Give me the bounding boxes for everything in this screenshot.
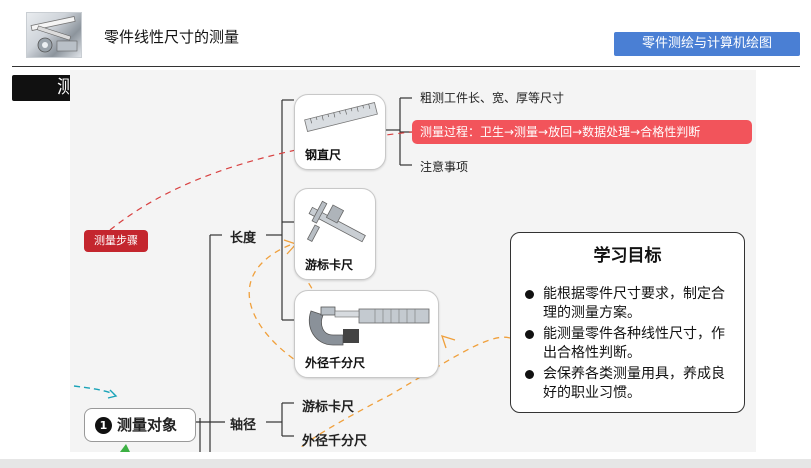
micrometer-icon <box>308 306 430 346</box>
header-thumbnail <box>26 12 82 58</box>
tool-label-vernier-caliper: 游标卡尺 <box>305 258 354 272</box>
tool-label-micrometer: 外径千分尺 <box>305 356 366 370</box>
measurement-steps-tag: 测量步骤 <box>84 230 148 252</box>
header-divider <box>12 66 800 67</box>
steel-ruler-icon <box>304 101 378 133</box>
goal-item: 能根据零件尺寸要求，制定合理的测量方案。 <box>523 285 738 323</box>
branch-length: 长度 <box>230 231 257 246</box>
tool-card-steel-ruler: 钢直尺 <box>294 94 386 170</box>
shaft-tool-micrometer: 外径千分尺 <box>302 434 368 449</box>
goal-item: 能测量零件各种线性尺寸，作出合格性判断。 <box>523 325 738 363</box>
goal-item: 会保养各类测量用具，养成良好的职业习惯。 <box>523 365 738 403</box>
branch-shaft-diameter: 轴径 <box>230 418 257 433</box>
root-node-label: 测量对象 <box>117 416 178 434</box>
learning-goals-box: 学习目标 能根据零件尺寸要求，制定合理的测量方案。 能测量零件各种线性尺寸，作出… <box>510 232 745 413</box>
caliper-photo-icon <box>30 15 78 53</box>
course-badge: 零件测绘与计算机绘图 <box>614 32 800 56</box>
shaft-tool-vernier: 游标卡尺 <box>302 400 355 415</box>
learning-goals-title: 学习目标 <box>593 246 662 266</box>
footer-bar <box>0 459 811 468</box>
root-node-measurement-object: 1 测量对象 <box>84 408 196 442</box>
page-title: 零件线性尺寸的测量 <box>104 28 240 46</box>
tool-card-micrometer: 外径千分尺 <box>294 290 439 378</box>
root-number-badge: 1 <box>95 417 112 434</box>
ruler-note-caution: 注意事项 <box>420 160 469 174</box>
vernier-caliper-icon <box>306 200 366 243</box>
tool-card-vernier-caliper: 游标卡尺 <box>294 188 376 280</box>
tool-label-steel-ruler: 钢直尺 <box>305 148 342 162</box>
ruler-note-rough: 粗测工件长、宽、厚等尺寸 <box>420 91 565 105</box>
measurement-process-pill: 测量过程：卫生→测量→放回→数据处理→合格性判断 <box>412 120 752 144</box>
learning-goals-list: 能根据零件尺寸要求，制定合理的测量方案。 能测量零件各种线性尺寸，作出合格性判断… <box>523 285 738 405</box>
